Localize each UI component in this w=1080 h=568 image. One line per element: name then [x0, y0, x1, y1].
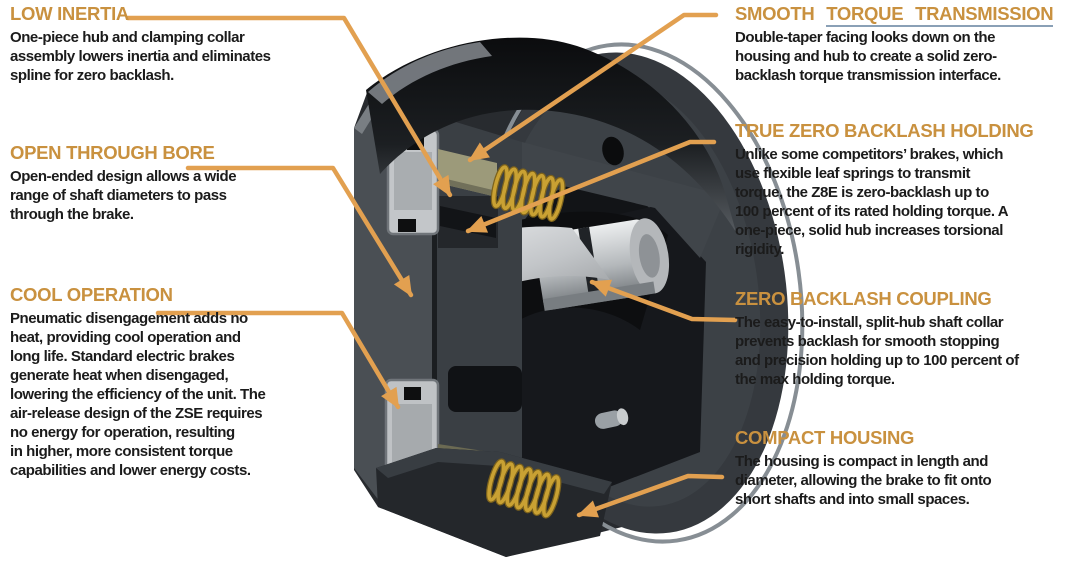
- callout-open-through-bore: OPEN THROUGH BORE Open-ended design allo…: [10, 143, 355, 224]
- brake-housing-top-chamfer: [368, 42, 492, 104]
- brake-pin: [594, 408, 629, 429]
- callout-low-inertia: LOW INERTIA One-piece hub and clamping c…: [10, 4, 355, 85]
- callout-body: Unlike some competitors’ brakes, which u…: [735, 146, 1009, 258]
- callout-title: TRUE ZERO BACKLASH HOLDING: [735, 120, 1034, 141]
- callout-compact-housing: COMPACT HOUSING The housing is compact i…: [735, 428, 1080, 509]
- callout-title: SMOOTH TORQUE TRANSMISSION: [735, 3, 1077, 27]
- callout-body: Open-ended design allows a wide range of…: [10, 168, 237, 223]
- callout-smooth-torque-transmission: SMOOTH TORQUE TRANSMISSION Double-taper …: [735, 3, 1077, 85]
- callout-title: ZERO BACKLASH COUPLING: [735, 288, 992, 309]
- leader-smooth-torque-transmission: [467, 12, 719, 163]
- leader-cool-operation: [155, 310, 401, 410]
- leader-open-through-bore: [185, 165, 414, 298]
- callout-title: COOL OPERATION: [10, 284, 173, 305]
- brake-housing-bottom-top-surface: [376, 448, 612, 494]
- brake-slab-gap: [432, 112, 437, 524]
- callout-body: The housing is compact in length and dia…: [735, 453, 992, 508]
- callout-body: The easy-to-install, split-hub shaft col…: [735, 314, 1019, 388]
- callout-title: LOW INERTIA: [10, 3, 129, 24]
- callout-body: Pneumatic disengagement adds no heat, pr…: [10, 310, 266, 479]
- callout-cool-operation: COOL OPERATION Pneumatic disengagement a…: [10, 285, 370, 480]
- leader-true-zero-backlash-holding: [465, 139, 717, 234]
- brake-housing-top: [366, 37, 736, 232]
- callout-title: OPEN THROUGH BORE: [10, 142, 215, 163]
- callout-body: One-piece hub and clamping collar assemb…: [10, 29, 271, 84]
- callout-title: COMPACT HOUSING: [735, 427, 915, 448]
- brake-upper-front-face: [522, 142, 726, 258]
- callout-body: Double-taper facing looks down on the ho…: [735, 29, 1001, 84]
- brake-facing-top-shade: [438, 177, 497, 197]
- callout-title-part2-underlined: TORQUE TRANSMISSION: [826, 3, 1054, 27]
- brake-spring-bottom: [485, 458, 562, 519]
- leader-zero-backlash-coupling: [589, 279, 738, 323]
- bolt-hole: [602, 136, 624, 166]
- brake-seal-bottom: [448, 366, 522, 412]
- leader-compact-housing: [576, 473, 725, 518]
- callout-zero-backlash-coupling: ZERO BACKLASH COUPLING The easy-to-insta…: [735, 289, 1080, 389]
- callout-true-zero-backlash-holding: TRUE ZERO BACKLASH HOLDING Unlike some c…: [735, 121, 1080, 259]
- leader-low-inertia: [125, 15, 453, 198]
- callout-title-part1: SMOOTH: [735, 3, 815, 24]
